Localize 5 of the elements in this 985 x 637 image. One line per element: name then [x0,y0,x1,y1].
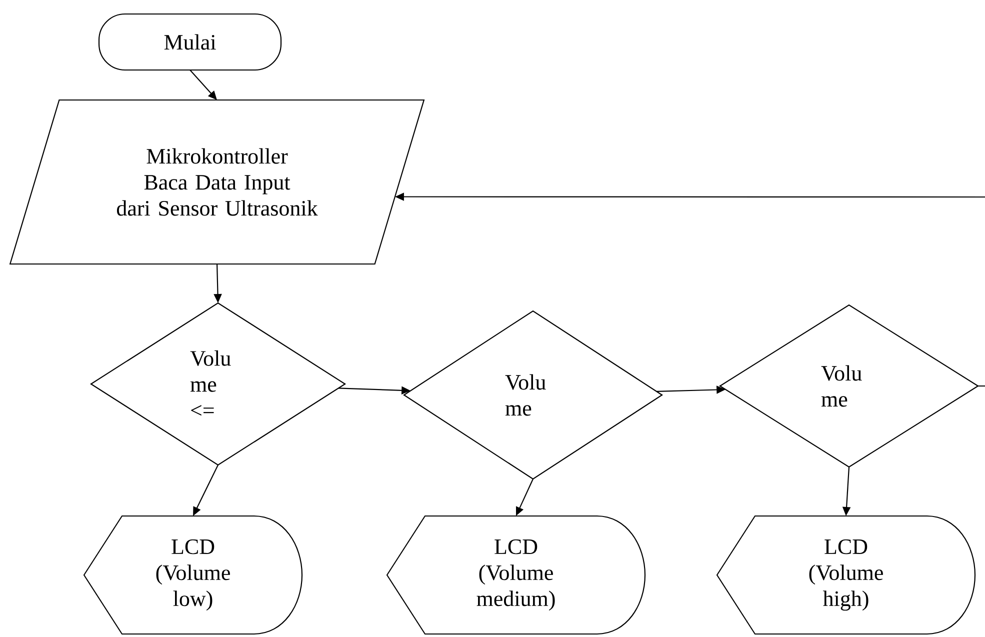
display-box: LCD (Volume high) [716,515,976,635]
display-box: LCD (Volume low) [83,515,303,635]
terminator-box: Mulai [98,13,282,71]
arrow [190,70,217,100]
display-box: LCD (Volume medium) [386,515,646,635]
